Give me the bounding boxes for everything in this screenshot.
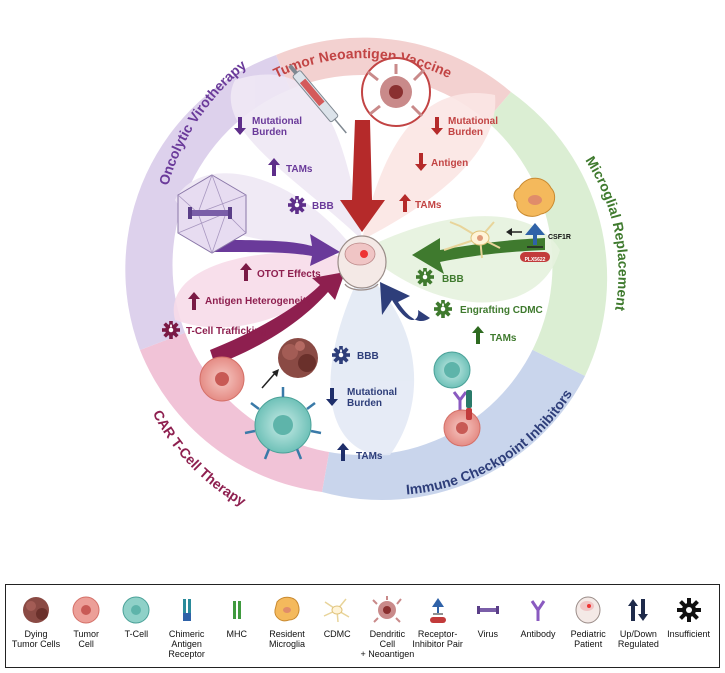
csf1r-label: CSF1R [548,234,571,241]
legend-label: Insufficient [667,629,711,639]
legend-item: Tumor Cell [62,585,110,669]
vaccine-label-3: TAMs [415,200,442,211]
syringe-icon [288,64,347,134]
vaccine-label-2: Antigen [431,158,468,169]
legend-item: Antibody [514,585,562,669]
insufficient-icon [416,268,434,286]
oncolytic-label-3: BBB [312,201,334,212]
checkpoint-arrow [380,282,430,322]
legend-item: CDMC [313,585,361,669]
insufficient-icon [332,346,350,364]
legend-label: Up/Down Regulated [617,629,659,649]
therapy-arrows [210,120,545,365]
legend-label: T-Cell [124,629,149,639]
pediatric-patient-icon [564,595,612,625]
receptor-inhibitor-pair-icon [414,595,462,625]
tumor-cell-icon [62,595,110,625]
dying-tumor-cells-icon [278,338,318,378]
plx5622-label: PLX5622 [525,257,546,263]
microglial-label-2: Engrafting CDMC [460,305,543,316]
dendritic-cell-neoantigen-icon [361,57,431,127]
legend-label: Dying Tumor Cells [11,629,61,649]
chimeric-antigen-receptor-icon [163,595,211,625]
therapy-wheel: Tumor Neoantigen Vaccine Oncolytic Virot… [125,37,632,509]
t-cell-icon [433,351,471,389]
cdmc-icon [443,221,501,259]
insufficient-icon [434,300,452,318]
checkpoint-label-1: BBB [357,351,379,362]
virus-icon [177,174,247,254]
oncolytic-label-2: TAMs [286,164,313,175]
vaccine-arrow [340,120,385,232]
antibody-icon [514,595,562,625]
car-t-section: OTOT Effects Antigen Heterogeneity T-Cel… [162,263,322,460]
legend-item: Pediatric Patient [564,585,612,669]
legend-label: Tumor Cell [73,629,100,649]
legend-item: Virus [464,585,512,669]
legend-item: Insufficient [665,585,713,669]
legend-label: Antibody [520,629,556,639]
receptor-inhibitor-pair-icon [520,223,550,262]
legend-item: Up/Down Regulated [614,585,662,669]
pediatric-patient-center [337,235,387,291]
legend-item: MHC [213,585,261,669]
legend-label: MHC [226,629,248,639]
up-down-regulated-icon [614,595,662,625]
microglial-label-1: BBB [442,274,464,285]
car-t-label-3: T-Cell Trafficking [186,326,267,337]
microglial-label-3: TAMs [490,333,517,344]
checkpoint-label-3: TAMs [356,451,383,462]
legend-label: Resident Microglia [268,629,305,649]
legend-item: Resident Microglia [263,585,311,669]
legend-label: Dendritic Cell + Neoantigen [360,629,415,659]
insufficient-icon [665,595,713,625]
t-cell-icon [112,595,160,625]
legend: Dying Tumor Cells Tumor Cell T-Cell Chimeri… [5,584,720,668]
dying-tumor-cells-icon [12,595,60,625]
tumor-cell-icon [443,409,481,447]
microglial-section: CSF1R PLX5622 BBB Engrafting CDMC TAMs [416,177,571,344]
legend-label: Receptor- Inhibitor Pair [412,629,463,649]
legend-item: T-Cell [112,585,160,669]
oncolytic-arrow [215,234,340,266]
resident-microglia-icon [513,177,556,217]
cdmc-icon [313,595,361,625]
insufficient-icon [288,196,306,214]
t-cell-icon [244,387,322,460]
car-t-arrow [210,272,345,365]
insufficient-icon [162,321,180,339]
tumor-cell-icon [199,356,245,402]
legend-label: Chimeric Antigen Receptor [168,629,205,659]
dendritic-cell-neoantigen-icon [363,595,411,625]
legend-item: Dendritic Cell + Neoantigen [360,585,414,669]
car-t-label-2: Antigen Heterogeneity [205,296,312,307]
microglial-arrow [412,238,545,274]
legend-item: Receptor- Inhibitor Pair [412,585,463,669]
legend-label: Pediatric Patient [570,629,606,649]
resident-microglia-icon [263,595,311,625]
legend-label: CDMC [323,629,351,639]
virus-icon [464,595,512,625]
car-t-label-1: OTOT Effects [257,269,321,280]
legend-label: Virus [477,629,498,639]
legend-item: Chimeric Antigen Receptor [163,585,211,669]
mhc-icon [213,595,261,625]
legend-item: Dying Tumor Cells [12,585,60,669]
